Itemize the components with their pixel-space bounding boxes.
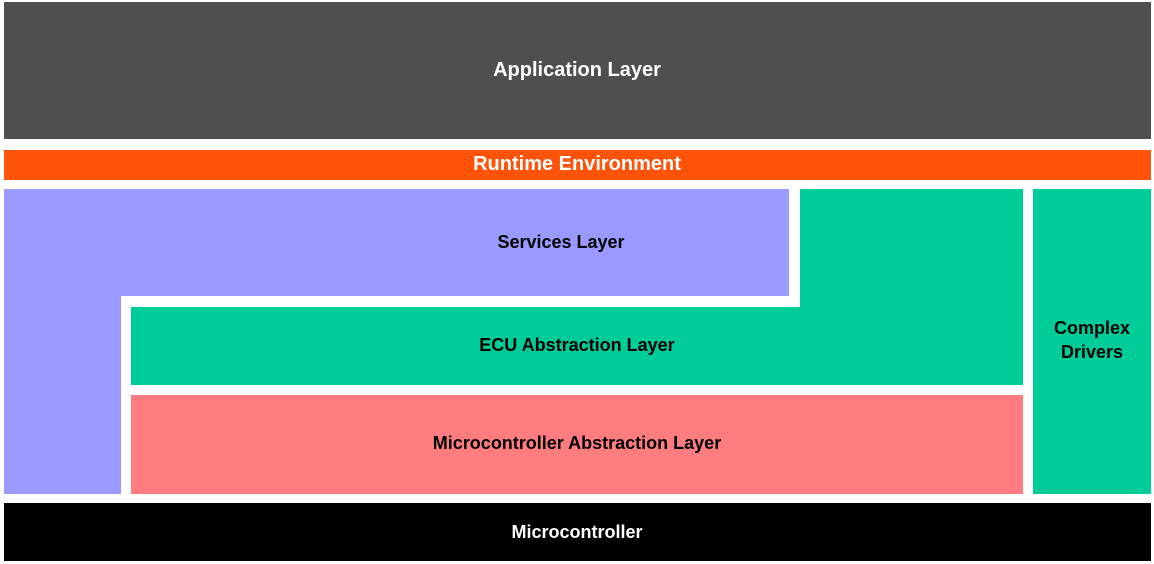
services-layer-label: Services Layer	[497, 232, 625, 252]
microcontroller-block	[4, 503, 1151, 561]
complex-drivers-line1: Complex	[1053, 318, 1131, 338]
ecu-abstraction-label: ECU Abstraction Layer	[479, 335, 675, 355]
services-layer-left-block	[4, 296, 121, 494]
application-layer-block	[4, 2, 1151, 139]
complex-drivers-block	[1033, 189, 1151, 494]
services-layer-top-block	[4, 189, 789, 296]
mcal-block	[131, 395, 1023, 494]
ecu-abstraction-top-block	[800, 189, 1023, 307]
mcal-label: Microcontroller Abstraction Layer	[432, 433, 722, 453]
runtime-environment-label: Runtime Environment	[473, 153, 681, 175]
complex-drivers-label: Complex Drivers	[1054, 316, 1130, 364]
microcontroller-label: Microcontroller	[511, 522, 643, 542]
ecu-abstraction-main-block	[131, 307, 1023, 385]
application-layer-label: Application Layer	[493, 59, 661, 81]
runtime-environment-block	[4, 150, 1151, 180]
complex-drivers-line2: Drivers	[1060, 342, 1124, 362]
